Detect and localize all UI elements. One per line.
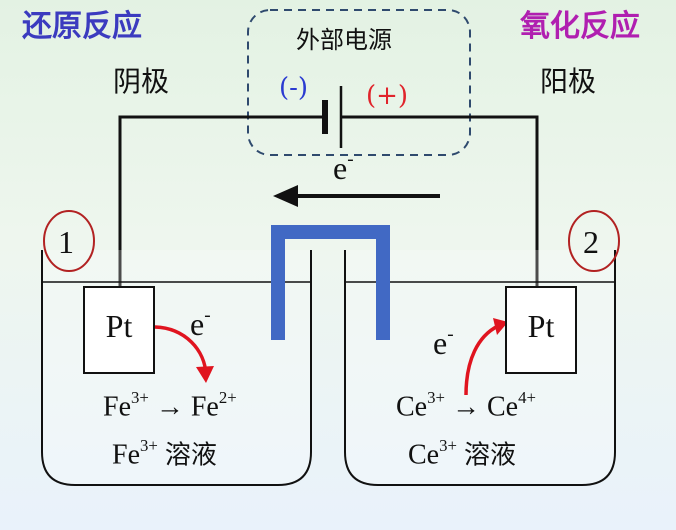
electrode-right-label: Pt xyxy=(527,308,555,344)
electron-charge: - xyxy=(204,305,211,327)
cell-number-circle-left xyxy=(43,210,95,272)
electrode-right: Pt xyxy=(505,286,577,374)
electron-charge: - xyxy=(347,149,354,171)
electron-charge: - xyxy=(447,324,454,346)
solution-left-ion: Fe xyxy=(112,439,140,471)
electron-symbol: e xyxy=(190,306,205,342)
solution-right-word: 溶液 xyxy=(463,440,516,471)
reaction-arrow-right-head xyxy=(493,318,508,335)
wire-left xyxy=(118,115,323,287)
cell-number-left: 1 xyxy=(58,224,74,260)
anode-label: 阳极 xyxy=(540,65,597,98)
product-right-charge: 4+ xyxy=(518,388,536,408)
electron-label-left: e- xyxy=(190,305,211,342)
negative-terminal-label: (-) xyxy=(279,73,309,103)
positive-terminal-label: (+) xyxy=(366,81,409,111)
cell-number-right: 2 xyxy=(583,224,599,260)
electrode-left: Pt xyxy=(83,286,155,374)
reduction-title: 还原反应 xyxy=(22,9,142,44)
solution-left: Fe3+ 溶液 xyxy=(112,437,217,471)
electron-flow-arrow-head xyxy=(273,185,298,207)
oxidation-title: 氧化反应 xyxy=(520,9,640,44)
reaction-left: Fe3+ → Fe2+ xyxy=(103,389,237,423)
reaction-arrow-right-text: → xyxy=(451,391,480,423)
product-left-charge: 2+ xyxy=(218,388,237,408)
power-source-label: 外部电源 xyxy=(296,26,392,54)
solution-left-charge: 3+ xyxy=(140,436,158,456)
salt-bridge xyxy=(271,225,390,340)
solution-right-ion: Ce xyxy=(408,439,440,471)
reactant-left-charge: 3+ xyxy=(131,388,149,408)
reactant-right: Ce xyxy=(396,391,428,423)
reaction-arrow-right xyxy=(464,324,499,396)
electron-symbol: e xyxy=(433,325,448,361)
reaction-arrow-left-head xyxy=(196,366,214,383)
solution-left-word: 溶液 xyxy=(164,440,217,471)
electron-label-right: e- xyxy=(433,324,454,361)
electrode-left-label: Pt xyxy=(105,308,133,344)
product-left: Fe xyxy=(190,391,219,423)
solution-right-charge: 3+ xyxy=(439,436,457,456)
reaction-arrow-left-text: → xyxy=(155,391,184,423)
electron-symbol: e xyxy=(333,150,348,186)
reactant-left: Fe xyxy=(103,391,131,423)
reactant-right-charge: 3+ xyxy=(427,388,445,408)
cathode-label: 阴极 xyxy=(113,65,170,98)
electron-flow-label: e- xyxy=(333,149,354,186)
product-right: Ce xyxy=(486,391,519,423)
power-source-box xyxy=(247,9,471,156)
wire-right xyxy=(342,115,539,287)
reaction-right: Ce3+ → Ce4+ xyxy=(396,389,536,423)
solution-right: Ce3+ 溶液 xyxy=(408,437,516,471)
cell-number-circle-right xyxy=(568,210,620,272)
